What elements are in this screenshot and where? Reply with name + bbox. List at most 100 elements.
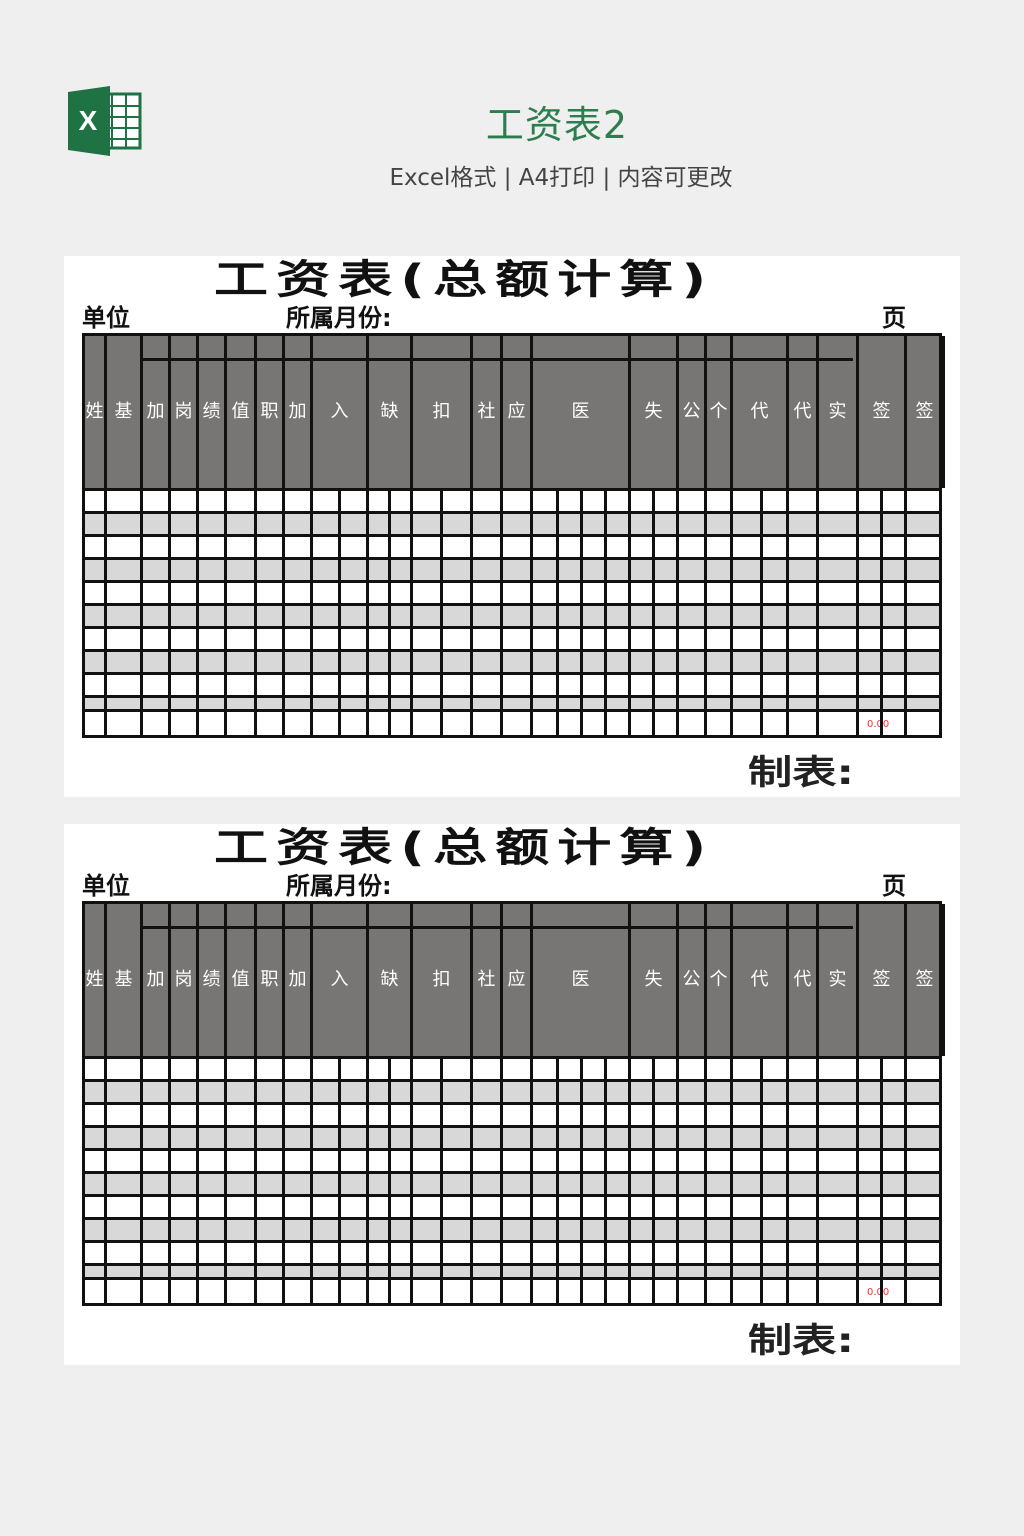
column-header: 加 [285,904,313,1056]
column-header: 姓 [85,904,107,1056]
table-row [85,534,939,557]
grid-line [140,488,143,735]
header-group-divider [143,358,853,361]
column-header: 医 [533,336,631,488]
grid-line [730,488,733,735]
column-header: 实 [819,336,859,488]
salary-table: 姓基加岗绩值职加入缺扣社应医失公个代代实签签 0.00 [82,901,945,1306]
grid-line [816,488,819,735]
column-header: 医 [533,904,631,1056]
grid-line [730,1056,733,1303]
sheet-preview-2: 工资表(总额计算) 单位 所属月份: 页 姓基加岗绩值职加入缺扣社应医失公个代代… [64,824,960,1365]
grid-line [880,488,883,735]
table-row [85,557,939,580]
column-header: 个 [707,904,733,1056]
table-row [85,1102,939,1125]
column-header: 社 [473,336,503,488]
page-label: 页 [882,304,906,332]
column-header: 绩 [199,336,227,488]
grid-line [760,1056,763,1303]
column-header: 缺 [369,904,413,1056]
grid-line [224,488,227,735]
total-value: 0.00 [867,1287,890,1298]
grid-line [410,1056,413,1303]
grid-line [628,1056,631,1303]
grid-line [254,1056,257,1303]
table-row [85,603,939,626]
column-header: 职 [257,336,285,488]
table-header: 姓基加岗绩值职加入缺扣社应医失公个代代实签签 [85,904,945,1056]
grid-line [676,1056,679,1303]
grid-line [904,1056,907,1303]
grid-line [786,488,789,735]
month-label: 所属月份: [286,872,392,900]
grid-line [604,1056,607,1303]
table-row [85,1217,939,1240]
table-row [85,580,939,603]
grid-line [880,1056,883,1303]
grid-line [224,1056,227,1303]
column-header: 公 [679,904,707,1056]
column-header: 基 [107,336,143,488]
excel-logo-icon: X [68,86,142,156]
grid-line [580,1056,583,1303]
grid-line [338,488,341,735]
grid-line [310,1056,313,1303]
grid-line [704,1056,707,1303]
grid-line [604,488,607,735]
total-row: 0.00 [85,709,939,735]
column-header: 失 [631,336,679,488]
grid-line [760,488,763,735]
column-header: 实 [819,904,859,1056]
grid-line [786,1056,789,1303]
header-group-divider [143,926,853,929]
grid-line [556,1056,559,1303]
column-header: 应 [503,904,533,1056]
column-header: 失 [631,904,679,1056]
column-header: 代 [733,336,789,488]
table-row [85,1148,939,1171]
grid-line [500,1056,503,1303]
column-header: 值 [227,336,257,488]
column-header: 扣 [413,336,473,488]
grid-line [628,488,631,735]
grid-line [366,1056,369,1303]
grid-line [140,1056,143,1303]
grid-line [338,1056,341,1303]
grid-line [556,488,559,735]
column-header: 扣 [413,904,473,1056]
grid-line [530,488,533,735]
grid-line [500,488,503,735]
grid-line [254,488,257,735]
column-header: 应 [503,336,533,488]
column-header: 加 [285,336,313,488]
grid-line [282,488,285,735]
table-row [85,511,939,534]
column-header: 签 [907,904,945,1056]
table-row [85,1240,939,1263]
grid-line [470,488,473,735]
grid-line [676,488,679,735]
grid-line [388,1056,391,1303]
grid-line [196,1056,199,1303]
column-header: 缺 [369,336,413,488]
grid-line [282,1056,285,1303]
sheet-title: 工资表(总额计算) [214,825,715,871]
maker-label: 制表: [748,1321,855,1361]
table-row [85,1194,939,1217]
table-row [85,672,939,695]
column-header: 签 [859,904,907,1056]
column-header: 社 [473,904,503,1056]
grid-line [580,488,583,735]
column-header: 代 [733,904,789,1056]
grid-line [704,488,707,735]
grid-line [856,488,859,735]
table-row [85,649,939,672]
grid-line [104,488,107,735]
grid-line [904,488,907,735]
grid-line [652,1056,655,1303]
grid-line [104,1056,107,1303]
column-header: 基 [107,904,143,1056]
page-label: 页 [882,872,906,900]
